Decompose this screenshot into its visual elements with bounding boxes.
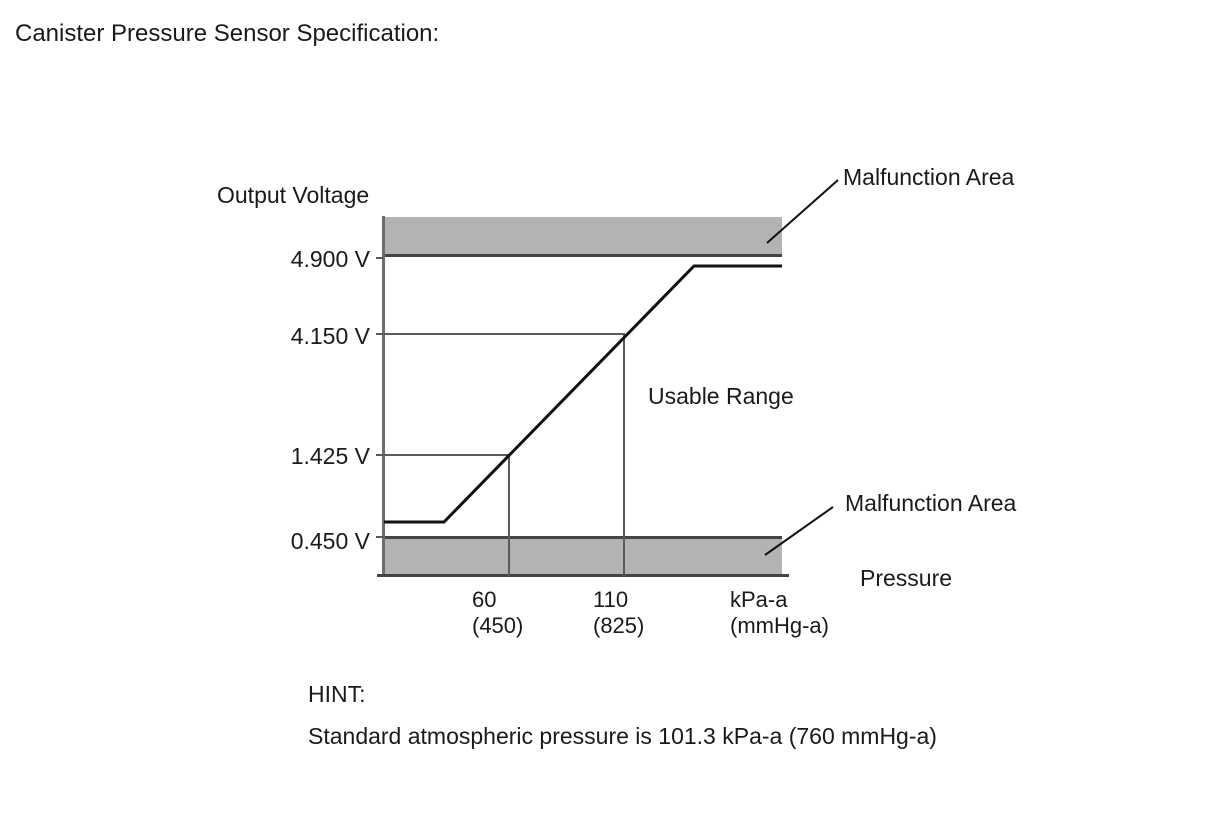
x-tick-60-mmhg: (450) <box>472 613 524 638</box>
refline-60kpa <box>508 454 510 576</box>
x-axis-units: kPa-a (mmHg-a) <box>730 587 829 639</box>
malfunction-area-bottom-label: Malfunction Area <box>845 489 1017 516</box>
page-title: Canister Pressure Sensor Specification: <box>15 20 440 47</box>
y-axis-line <box>382 216 385 576</box>
x-tick-110: 110 (825) <box>593 587 644 639</box>
y-tick-1425v: 1.425 V <box>290 442 370 469</box>
tick-4900v <box>376 257 384 259</box>
x-tick-110-kpa: 110 <box>593 587 629 612</box>
x-tick-60-kpa: 60 <box>472 587 497 612</box>
usable-range-label: Usable Range <box>648 382 794 409</box>
y-tick-0450v: 0.450 V <box>290 527 370 554</box>
y-tick-4150v: 4.150 V <box>290 322 370 349</box>
x-axis-line <box>377 574 789 577</box>
y-axis-title: Output Voltage <box>217 182 370 208</box>
refline-4150v <box>384 333 625 335</box>
x-axis-unit-mmhg: (mmHg-a) <box>730 613 829 638</box>
malfunction-area-top-label: Malfunction Area <box>843 163 1015 190</box>
hint-heading: HINT: <box>308 680 366 707</box>
hint-text: Standard atmospheric pressure is 101.3 k… <box>308 722 937 749</box>
tick-1425v <box>376 454 384 456</box>
x-tick-60: 60 (450) <box>472 587 523 639</box>
malfunction-band-top <box>384 217 782 257</box>
refline-1425v <box>384 454 510 456</box>
tick-0450v <box>376 536 384 538</box>
refline-110kpa <box>623 333 625 576</box>
y-tick-4900v: 4.900 V <box>290 245 370 272</box>
malfunction-band-bottom <box>384 536 782 576</box>
x-axis-unit-kpa: kPa-a <box>730 587 788 612</box>
x-axis-title: Pressure <box>860 564 953 591</box>
x-tick-110-mmhg: (825) <box>593 613 645 638</box>
tick-4150v <box>376 333 384 335</box>
